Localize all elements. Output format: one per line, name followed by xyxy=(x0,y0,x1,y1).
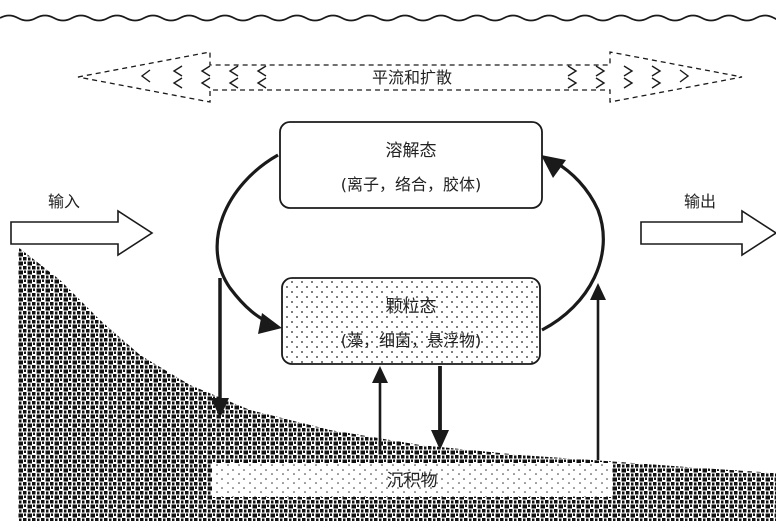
particulate-to-dissolved-arrow xyxy=(542,162,603,330)
dissolved-box xyxy=(280,122,542,208)
dissolved-to-particulate-arrow xyxy=(217,155,278,324)
sediment-label: 沉积物 xyxy=(387,471,438,491)
particulate-box xyxy=(282,278,540,364)
advection-left-chevrons xyxy=(142,66,266,88)
advection-label: 平流和扩散 xyxy=(372,68,452,87)
dissolved-subtitle: (离子，络合，胶体) xyxy=(341,175,482,194)
output-arrow xyxy=(641,211,776,255)
input-arrow xyxy=(11,211,152,255)
particulate-title: 颗粒态 xyxy=(386,297,437,317)
output-label: 输出 xyxy=(684,192,716,211)
advection-right-chevrons xyxy=(568,66,688,88)
water-surface-line xyxy=(0,16,776,21)
dissolved-title: 溶解态 xyxy=(386,141,437,161)
particulate-subtitle: (藻，细菌，悬浮物) xyxy=(341,331,482,350)
input-label: 输入 xyxy=(48,192,80,211)
